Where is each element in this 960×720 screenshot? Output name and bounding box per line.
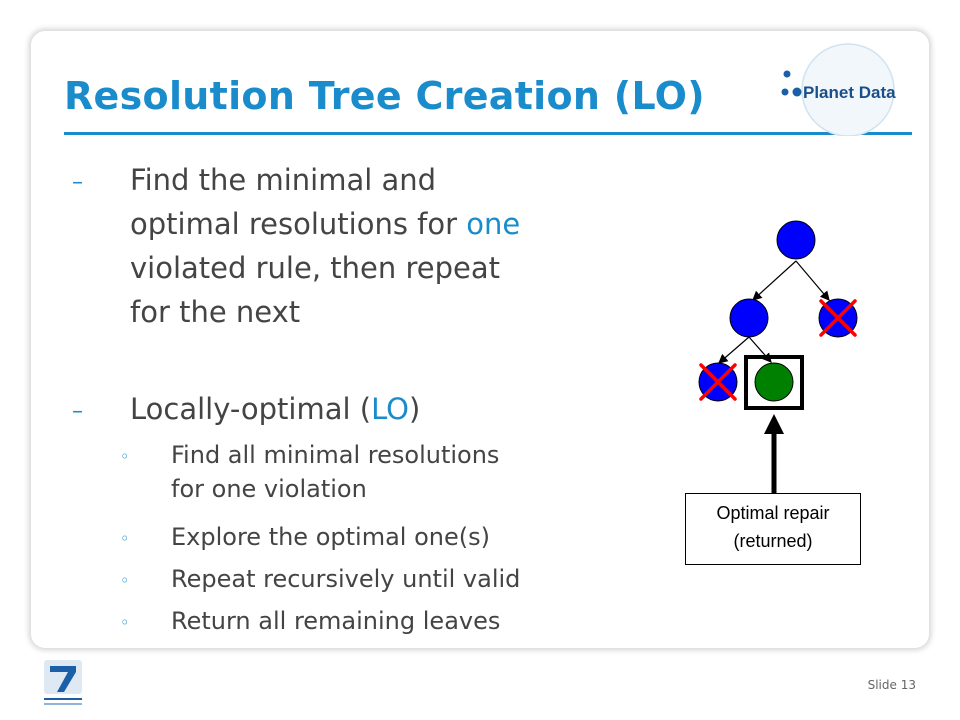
sub-bullet-marker: ◦ bbox=[120, 571, 130, 590]
sub-bullet-marker: ◦ bbox=[120, 447, 130, 466]
planet-data-logo: Planet Data bbox=[781, 43, 896, 136]
bullet-line: Find the minimal and bbox=[130, 163, 437, 197]
sub-bullet-marker: ◦ bbox=[120, 613, 130, 632]
bullet-line: Locally-optimal (LO) bbox=[130, 387, 650, 431]
bullet-text: ) bbox=[409, 392, 421, 426]
slide-title: Resolution Tree Creation (LO) bbox=[64, 74, 705, 118]
sub-bullet-line: Repeat recursively until valid bbox=[171, 565, 521, 593]
highlight-lo: LO bbox=[371, 392, 410, 426]
slide-number: 13 bbox=[900, 678, 916, 692]
optimal-repair-callout: Optimal repair (returned) bbox=[685, 493, 861, 565]
sub-bullet-line: Explore the optimal one(s) bbox=[171, 523, 490, 551]
slide-footer: Slide 13 bbox=[868, 678, 916, 692]
bullet-text: optimal resolutions for bbox=[130, 207, 467, 241]
bullet-line: violated rule, then repeat bbox=[130, 251, 500, 285]
bullet-line: for the next bbox=[130, 295, 301, 329]
sub-bullet-line: for one violation bbox=[171, 475, 367, 503]
sub-bullet-2: Explore the optimal one(s) bbox=[171, 520, 651, 554]
slide-label: Slide bbox=[867, 678, 897, 692]
sub-bullet-4: Return all remaining leaves bbox=[171, 604, 651, 638]
sub-bullet-3: Repeat recursively until valid bbox=[171, 562, 651, 596]
bullet-marker: – bbox=[72, 399, 83, 424]
sub-bullet-marker: ◦ bbox=[120, 529, 130, 548]
bullet-two: Locally-optimal (LO) bbox=[130, 387, 650, 431]
bullet-one: Find the minimal and optimal resolutions… bbox=[130, 158, 650, 334]
sub-bullet-line: Find all minimal resolutions bbox=[171, 441, 500, 469]
logo-text: Planet Data bbox=[803, 83, 896, 102]
callout-line: (returned) bbox=[733, 531, 813, 551]
callout-line: Optimal repair bbox=[716, 503, 830, 523]
highlight-one: one bbox=[466, 207, 521, 241]
sub-bullet-1: Find all minimal resolutions for one vio… bbox=[171, 438, 651, 506]
bullet-line: optimal resolutions for one bbox=[130, 202, 650, 246]
title-underline bbox=[64, 132, 912, 135]
bullet-marker: – bbox=[72, 170, 83, 195]
bullet-text: Locally-optimal ( bbox=[130, 392, 372, 426]
fp7-logo bbox=[44, 660, 82, 705]
sub-bullet-line: Return all remaining leaves bbox=[171, 607, 501, 635]
